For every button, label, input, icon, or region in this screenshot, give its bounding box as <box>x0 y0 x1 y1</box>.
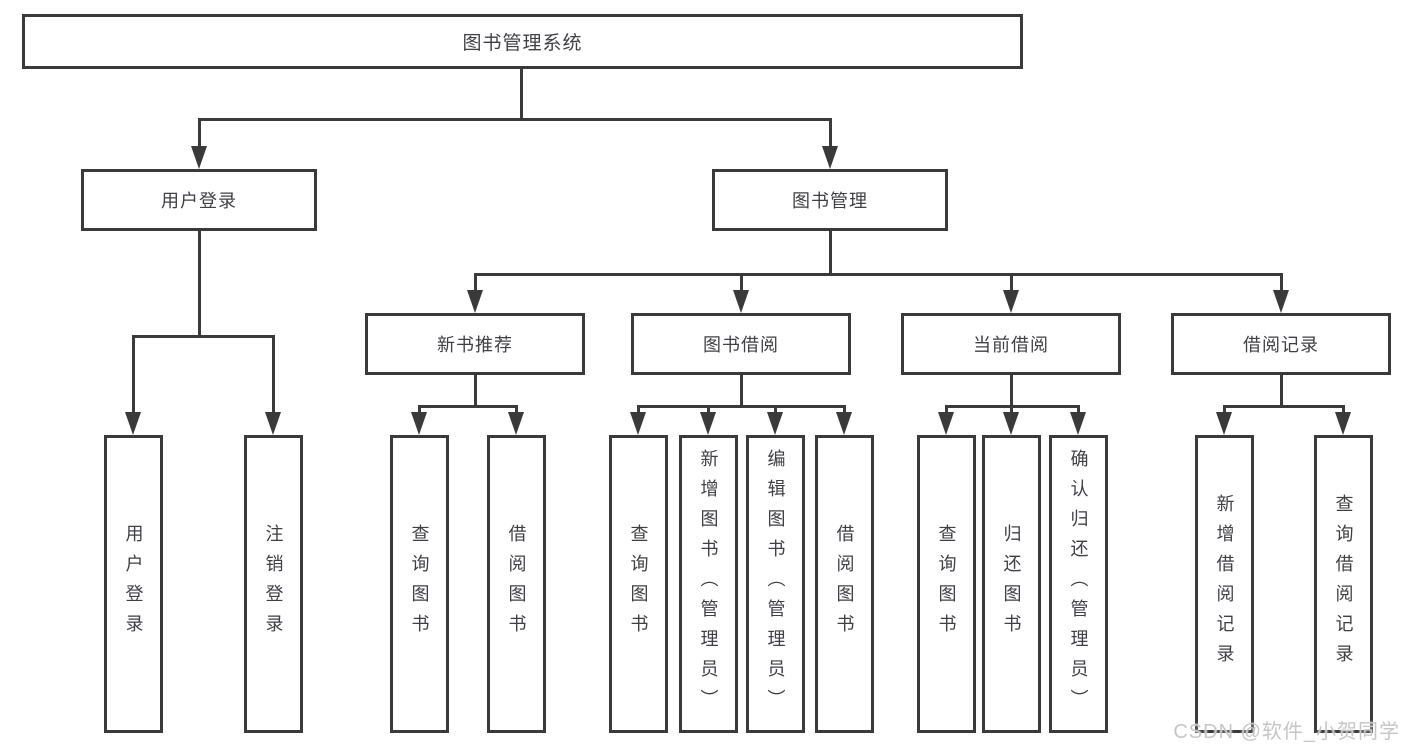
connector-line <box>132 335 135 413</box>
connector-line <box>740 273 743 292</box>
watermark: CSDN @软件_小贺同学 <box>1173 721 1400 743</box>
node-book-borrow: 图书借阅 <box>631 313 851 375</box>
connector-line <box>740 375 743 405</box>
leaf-current-return-books: 归还图书 <box>982 435 1041 733</box>
connector-line <box>637 405 640 414</box>
leaf-label: 新增图书（管理员） <box>698 449 719 719</box>
arrow-down-icon <box>1003 412 1019 435</box>
arrow-down-icon <box>1335 412 1351 435</box>
connector-line <box>843 405 846 414</box>
leaf-records-add-record: 新增借阅记录 <box>1195 435 1254 733</box>
leaf-borrow-add-books-admin: 新增图书（管理员） <box>679 435 738 733</box>
leaf-logout: 注销登录 <box>244 435 303 733</box>
arrow-down-icon <box>1216 412 1232 435</box>
node-new-book-recommend: 新书推荐 <box>365 313 585 375</box>
connector-line <box>829 118 832 148</box>
connector-line <box>474 375 477 405</box>
leaf-label: 注销登录 <box>263 524 284 644</box>
connector-line <box>1010 375 1013 405</box>
arrow-down-icon <box>836 412 852 435</box>
leaf-label: 用户登录 <box>123 524 144 644</box>
arrow-down-icon <box>125 412 141 435</box>
node-user-login: 用户登录 <box>81 169 317 231</box>
arrow-down-icon <box>1070 412 1086 435</box>
leaf-label: 查询图书 <box>409 524 430 644</box>
connector-line <box>1280 375 1283 405</box>
connector-line <box>198 118 832 121</box>
leaf-label: 编辑图书（管理员） <box>765 449 786 719</box>
connector-line <box>1077 405 1080 414</box>
connector-line <box>1010 273 1013 292</box>
arrow-down-icon <box>191 146 207 169</box>
leaf-label: 借阅图书 <box>834 524 855 644</box>
node-library-system: 图书管理系统 <box>22 14 1023 69</box>
leaf-label: 借阅图书 <box>506 524 527 644</box>
leaf-label: 查询图书 <box>628 524 649 644</box>
connector-line <box>1342 405 1345 414</box>
leaf-records-query-record: 查询借阅记录 <box>1314 435 1373 733</box>
leaf-borrow-query-books: 查询图书 <box>609 435 668 733</box>
arrow-down-icon <box>265 412 281 435</box>
connector-line <box>418 405 421 414</box>
arrow-down-icon <box>630 412 646 435</box>
leaf-label: 查询借阅记录 <box>1333 494 1354 674</box>
connector-line <box>198 231 201 335</box>
connector-line <box>1223 405 1345 408</box>
connector-line <box>1223 405 1226 414</box>
leaf-label: 查询图书 <box>936 524 957 644</box>
connector-line <box>945 405 948 414</box>
arrow-down-icon <box>508 412 524 435</box>
node-book-management: 图书管理 <box>712 169 948 231</box>
arrow-down-icon <box>411 412 427 435</box>
connector-line <box>1010 405 1013 414</box>
connector-line <box>707 405 710 414</box>
arrow-down-icon <box>822 146 838 169</box>
node-borrow-records: 借阅记录 <box>1171 313 1391 375</box>
connector-line <box>515 405 518 414</box>
leaf-label: 新增借阅记录 <box>1214 494 1235 674</box>
arrow-down-icon <box>700 412 716 435</box>
arrow-down-icon <box>1003 290 1019 313</box>
leaf-recommend-borrow-books: 借阅图书 <box>487 435 546 733</box>
leaf-user-login: 用户登录 <box>104 435 163 733</box>
leaf-borrow-borrow-books: 借阅图书 <box>815 435 874 733</box>
connector-line <box>774 405 777 414</box>
arrow-down-icon <box>1273 290 1289 313</box>
connector-line <box>637 405 846 408</box>
connector-line <box>520 69 523 118</box>
connector-line <box>474 273 477 292</box>
leaf-recommend-query-books: 查询图书 <box>390 435 449 733</box>
connector-line <box>829 231 832 273</box>
arrow-down-icon <box>767 412 783 435</box>
leaf-current-query-books: 查询图书 <box>917 435 976 733</box>
connector-line <box>272 335 275 413</box>
leaf-label: 归还图书 <box>1001 524 1022 644</box>
leaf-borrow-edit-books-admin: 编辑图书（管理员） <box>746 435 805 733</box>
arrow-down-icon <box>467 290 483 313</box>
connector-line <box>132 335 275 338</box>
connector-line <box>474 273 1283 276</box>
connector-line <box>198 118 201 148</box>
node-current-borrow: 当前借阅 <box>901 313 1121 375</box>
connector-line <box>418 405 518 408</box>
arrow-down-icon <box>938 412 954 435</box>
leaf-label: 确认归还（管理员） <box>1068 449 1089 719</box>
arrow-down-icon <box>733 290 749 313</box>
leaf-current-confirm-return-admin: 确认归还（管理员） <box>1049 435 1108 733</box>
connector-line <box>1280 273 1283 292</box>
